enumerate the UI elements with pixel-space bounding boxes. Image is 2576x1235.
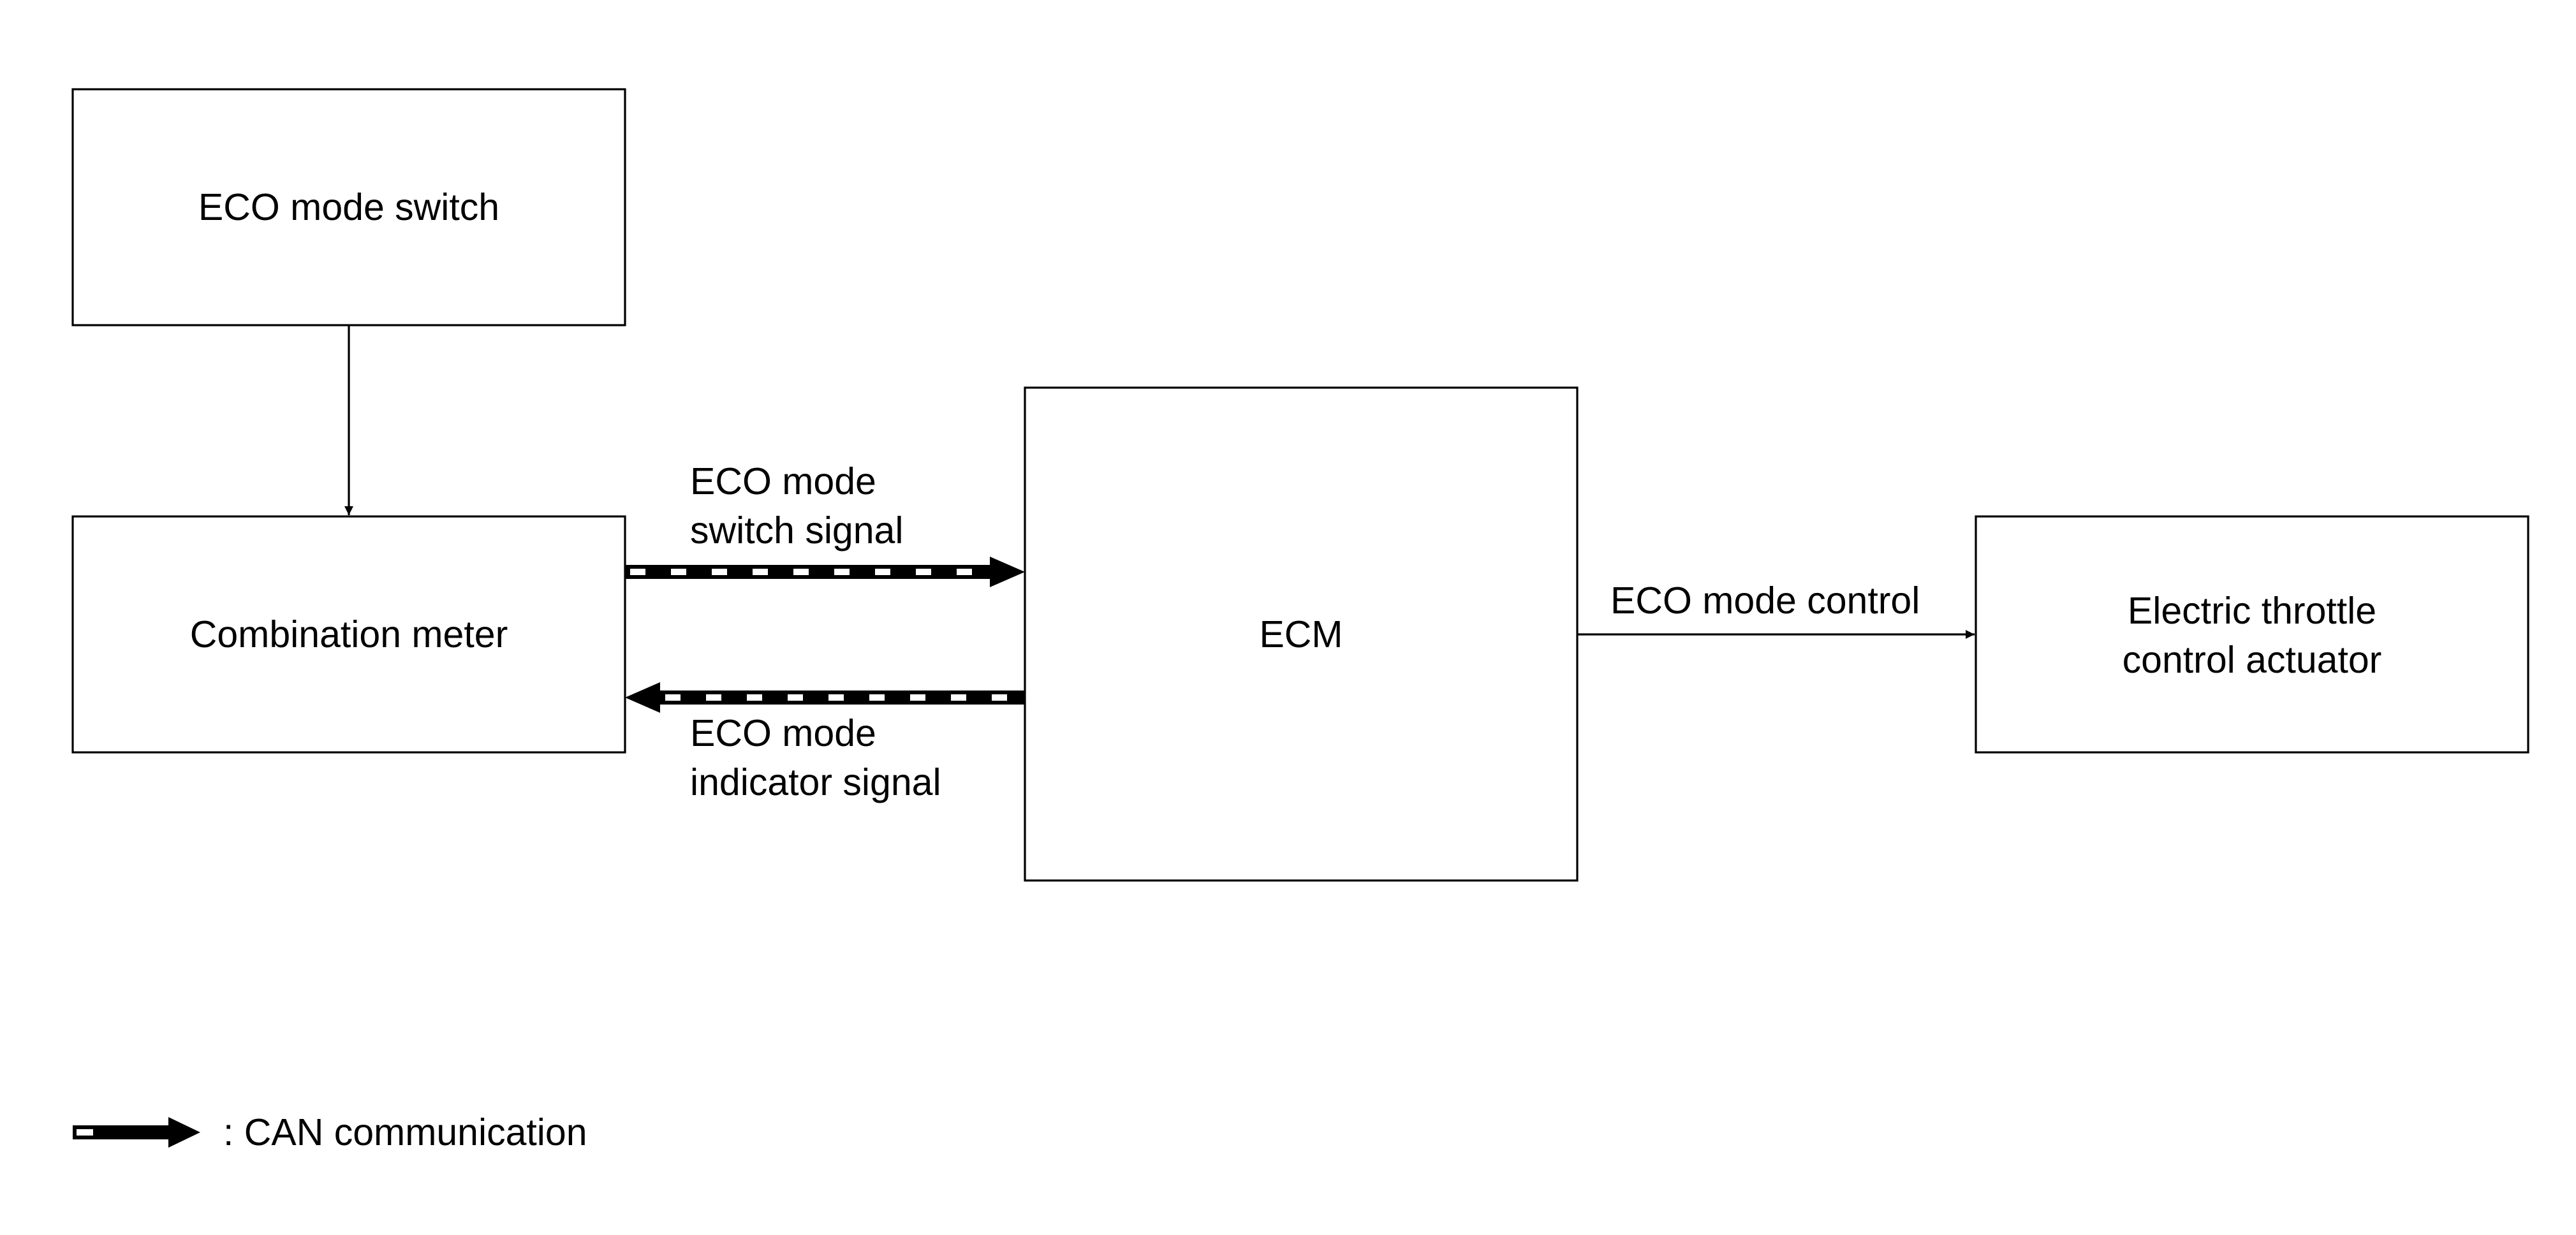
legend-can-label: : CAN communication (223, 1111, 587, 1153)
eco-mode-control-label: ECO mode control (1610, 580, 1920, 622)
can-arrow-meter-to-ecm (625, 557, 1025, 587)
indicator-signal-label: ECO mode indicator signal (690, 712, 941, 803)
electric-throttle-label-line-1: Electric throttle (2128, 590, 2376, 632)
indicator-signal-line-2: indicator signal (690, 761, 941, 803)
can-arrowhead-left (625, 682, 660, 713)
can-dash (916, 569, 931, 575)
can-dashes-ecm-to-meter (665, 694, 1007, 701)
ecm-box: ECM (1024, 386, 1579, 882)
can-arrowhead-right (990, 557, 1025, 587)
ecm-rect (1024, 386, 1579, 882)
combination-meter-label: Combination meter (190, 613, 508, 655)
electric-throttle-rect (1975, 515, 2529, 754)
combination-meter-rect (71, 515, 626, 754)
can-dash (77, 1129, 93, 1136)
eco-mode-switch-box: ECO mode switch (71, 88, 626, 326)
legend-can-bar (73, 1125, 168, 1139)
can-dash (706, 694, 721, 701)
can-dash (869, 694, 885, 701)
switch-signal-line-2: switch signal (690, 509, 903, 552)
switch-signal-label: ECO mode switch signal (690, 460, 903, 552)
can-dash (788, 694, 803, 701)
can-dash (828, 694, 844, 701)
can-arrow-ecm-to-meter (625, 682, 1025, 713)
indicator-signal-line-1: ECO mode (690, 712, 876, 754)
legend: : CAN communication (73, 1111, 587, 1153)
electric-throttle-box: Electric throttle control actuator (1975, 515, 2529, 754)
can-dash (712, 569, 727, 575)
can-dash (747, 694, 762, 701)
legend-can-dashes (77, 1129, 93, 1136)
can-dash (875, 569, 890, 575)
combination-meter-box: Combination meter (71, 515, 626, 754)
can-dashes-meter-to-ecm (630, 569, 972, 575)
can-dash (793, 569, 809, 575)
can-dash (951, 694, 966, 701)
can-dash (630, 569, 645, 575)
can-dash (992, 694, 1007, 701)
can-dash (753, 569, 768, 575)
eco-mode-switch-rect (71, 88, 626, 326)
can-dash (834, 569, 850, 575)
electric-throttle-label-line-2: control actuator (2123, 639, 2382, 681)
can-dash (957, 569, 972, 575)
legend-can-arrowhead (168, 1117, 200, 1148)
can-dash (665, 694, 681, 701)
eco-mode-switch-label: ECO mode switch (198, 186, 499, 228)
switch-signal-line-1: ECO mode (690, 460, 876, 502)
can-dash (910, 694, 925, 701)
can-dash (671, 569, 686, 575)
ecm-label: ECM (1259, 613, 1343, 655)
